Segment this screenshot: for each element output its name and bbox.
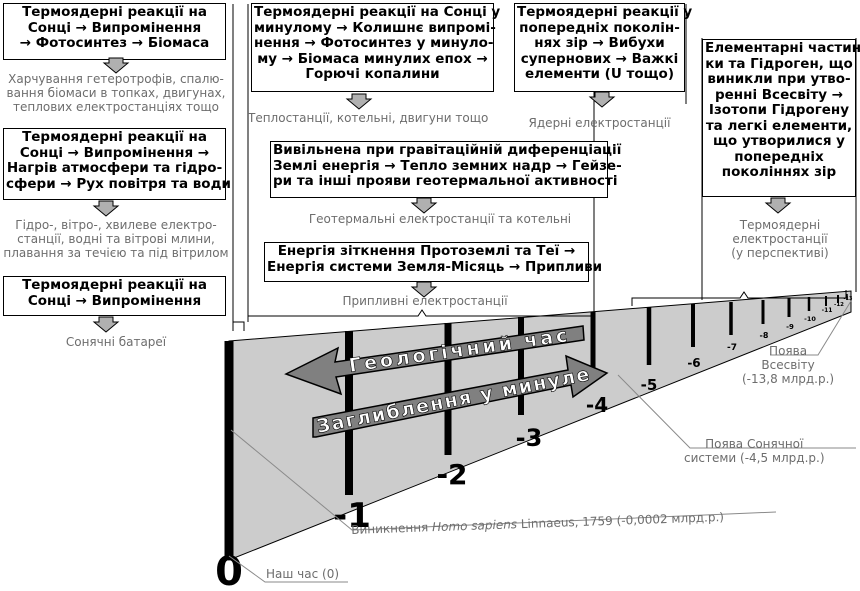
- timeline-tick-minor: [761, 300, 765, 324]
- timeline-tick-label: -3: [516, 424, 543, 452]
- annotation-universe: Поява Всесвіту (-13,8 млрд.р.): [742, 344, 835, 386]
- leader-now: [228, 555, 348, 583]
- annotation-solar-system: Поява Сонячної системи (-4,5 млрд.р.): [684, 437, 825, 465]
- box-solar-radiation: Термоядерні реакції на Сонці → Випроміне…: [3, 276, 226, 316]
- timeline-tick-label: -2: [436, 458, 467, 491]
- timeline-tick-major: [444, 323, 452, 455]
- timeline-tick-label: -12: [834, 302, 844, 308]
- timeline-tick-label: -10: [804, 315, 816, 323]
- down-arrow-4: [345, 93, 373, 110]
- down-arrow-1: [102, 57, 130, 74]
- timeline-tick-label: -13: [843, 296, 853, 302]
- use-tidal-plants: Припливні електростанції: [342, 294, 508, 308]
- box-atmosphere-hydrosphere: Термоядерні реакції на Сонці → Випроміне…: [3, 128, 231, 200]
- timeline-tick-minor: [837, 295, 839, 303]
- timeline-tick-major: [224, 341, 234, 560]
- timeline-tick-minor: [729, 302, 733, 335]
- leader-universe: [770, 300, 852, 356]
- timeline-tick-minor: [787, 298, 791, 317]
- down-arrow-5: [410, 197, 438, 214]
- box-photosynthesis-biomass: Термоядерні реакції на Сонці → Випроміне…: [3, 3, 226, 60]
- down-arrow-2: [92, 200, 120, 217]
- brace-left: [232, 321, 245, 331]
- box-fossil-fuels: Термоядерні реакції на Сонці у минулому …: [251, 3, 500, 92]
- down-arrow-3: [92, 316, 120, 333]
- timeline-tick-label: -9: [786, 323, 794, 331]
- timeline-tick-label: -4: [586, 393, 608, 417]
- box-tides: Енергія зіткнення Протоземлі та Теї → Ен…: [264, 242, 602, 282]
- use-nuclear-plants: Ядерні електростанції: [528, 116, 671, 130]
- use-thermal-plants: Теплостанції, котельні, двигуни тощо: [248, 111, 489, 125]
- timeline-tick-minor: [825, 296, 827, 306]
- box-hydrogen-isotopes: Елементарні частин- ки та Гідроген, що в…: [702, 39, 860, 197]
- timeline-tick-label: -7: [727, 343, 737, 353]
- timeline-tick-major: [691, 304, 695, 347]
- leader-homo: [230, 429, 777, 531]
- use-geothermal-plants: Геотермальні електростанції та котельні: [308, 212, 572, 226]
- timeline-tick-major: [518, 317, 524, 415]
- use-biomass: Харчування гетеротрофів, спалю- вання бі…: [6, 72, 226, 114]
- down-arrow-6: [410, 281, 438, 298]
- brace-right: [631, 290, 847, 306]
- use-solar-panels: Сонячні батареї: [65, 335, 167, 349]
- use-fusion-plants: Термоядерні електростанції (у перспектив…: [731, 218, 829, 260]
- timeline-tick-major: [646, 307, 652, 365]
- timeline-tick-label: 0: [215, 549, 243, 591]
- timeline-tick-minor: [846, 294, 848, 300]
- timeline-tick-major: [590, 312, 596, 380]
- leader-solar: [617, 374, 856, 449]
- timeline-tick-label: -8: [760, 331, 769, 340]
- use-hydro-wind: Гідро-, вітро-, хвилеве електро- станції…: [3, 218, 229, 260]
- timeline-tick-label: -6: [687, 356, 700, 370]
- timeline-tick-label: -11: [822, 307, 833, 314]
- box-geothermal: Вивільнена при гравітаційній диференціац…: [270, 141, 622, 198]
- timeline-tick-minor: [807, 297, 811, 311]
- down-arrow-7: [588, 91, 616, 108]
- down-arrow-8: [764, 197, 792, 214]
- timeline-tick-label: -5: [641, 376, 658, 394]
- box-supernovae-heavy-elements: Термоядерні реакції у попередніх поколін…: [514, 3, 692, 92]
- annotation-now: Наш час (0): [266, 567, 340, 581]
